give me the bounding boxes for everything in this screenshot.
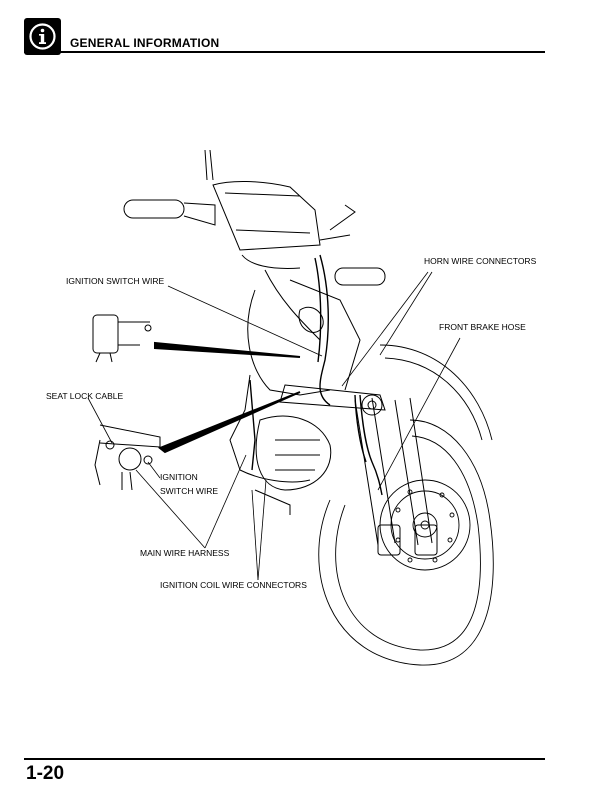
label-main-wire-harness: MAIN WIRE HARNESS (140, 548, 230, 558)
inset-seat-lock (92, 314, 152, 363)
label-horn-wire-connectors: HORN WIRE CONNECTORS (424, 256, 537, 266)
page-title: GENERAL INFORMATION (70, 36, 220, 50)
label-ignition-coil-wire-connectors: IGNITION COIL WIRE CONNECTORS (160, 580, 307, 590)
label-ignition-switch-wire-line1: IGNITION (160, 472, 198, 482)
label-ignition-switch-wire-line2: SWITCH WIRE (160, 486, 219, 496)
wire-runs (249, 254, 383, 496)
front-wheel (318, 344, 494, 666)
info-icon (24, 18, 61, 55)
label-seat-lock-cable: SEAT LOCK CABLE (46, 391, 124, 401)
handlebar (123, 149, 386, 286)
frame-body (229, 254, 386, 515)
label-front-brake-hose: FRONT BRAKE HOSE (439, 322, 526, 332)
inset-ignition-switch (94, 424, 161, 491)
header-rule (24, 51, 545, 53)
front-fork (354, 397, 438, 556)
footer-rule (24, 758, 545, 760)
label-ignition-switch-wire-top: IGNITION SWITCH WIRE (66, 276, 165, 286)
leader-lines (87, 271, 461, 581)
page-number: 1-20 (26, 763, 65, 784)
pointer-wedge-upper (154, 341, 301, 358)
pointer-wedge-lower (158, 391, 301, 454)
